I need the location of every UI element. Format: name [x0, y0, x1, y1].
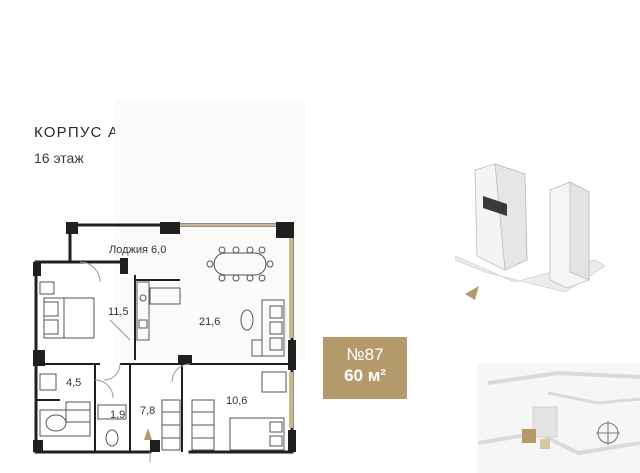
- room-wc-label: 1,9: [110, 409, 126, 421]
- room-bathroom-label: 4,5: [66, 377, 82, 389]
- apartment-area: 60 м²: [344, 366, 386, 385]
- apartment-number: №87: [346, 345, 384, 364]
- apartment-card: №87 60 м²: [323, 337, 407, 399]
- entrance-marker: [144, 428, 152, 440]
- room-living-label: 21,6: [199, 316, 221, 328]
- room-bedroom-left-label: 11,5: [108, 306, 129, 318]
- room-loggia-label: Лоджия 6,0: [109, 244, 167, 256]
- building-isometric-view: [455, 163, 606, 300]
- room-bedroom-right-label: 10,6: [226, 395, 248, 407]
- floor-label: 16 этаж: [34, 150, 84, 166]
- building-title: КОРПУС А1: [34, 124, 129, 141]
- location-minimap: [478, 363, 640, 473]
- room-hall-label: 7,8: [140, 405, 156, 417]
- dining-table: [206, 246, 274, 282]
